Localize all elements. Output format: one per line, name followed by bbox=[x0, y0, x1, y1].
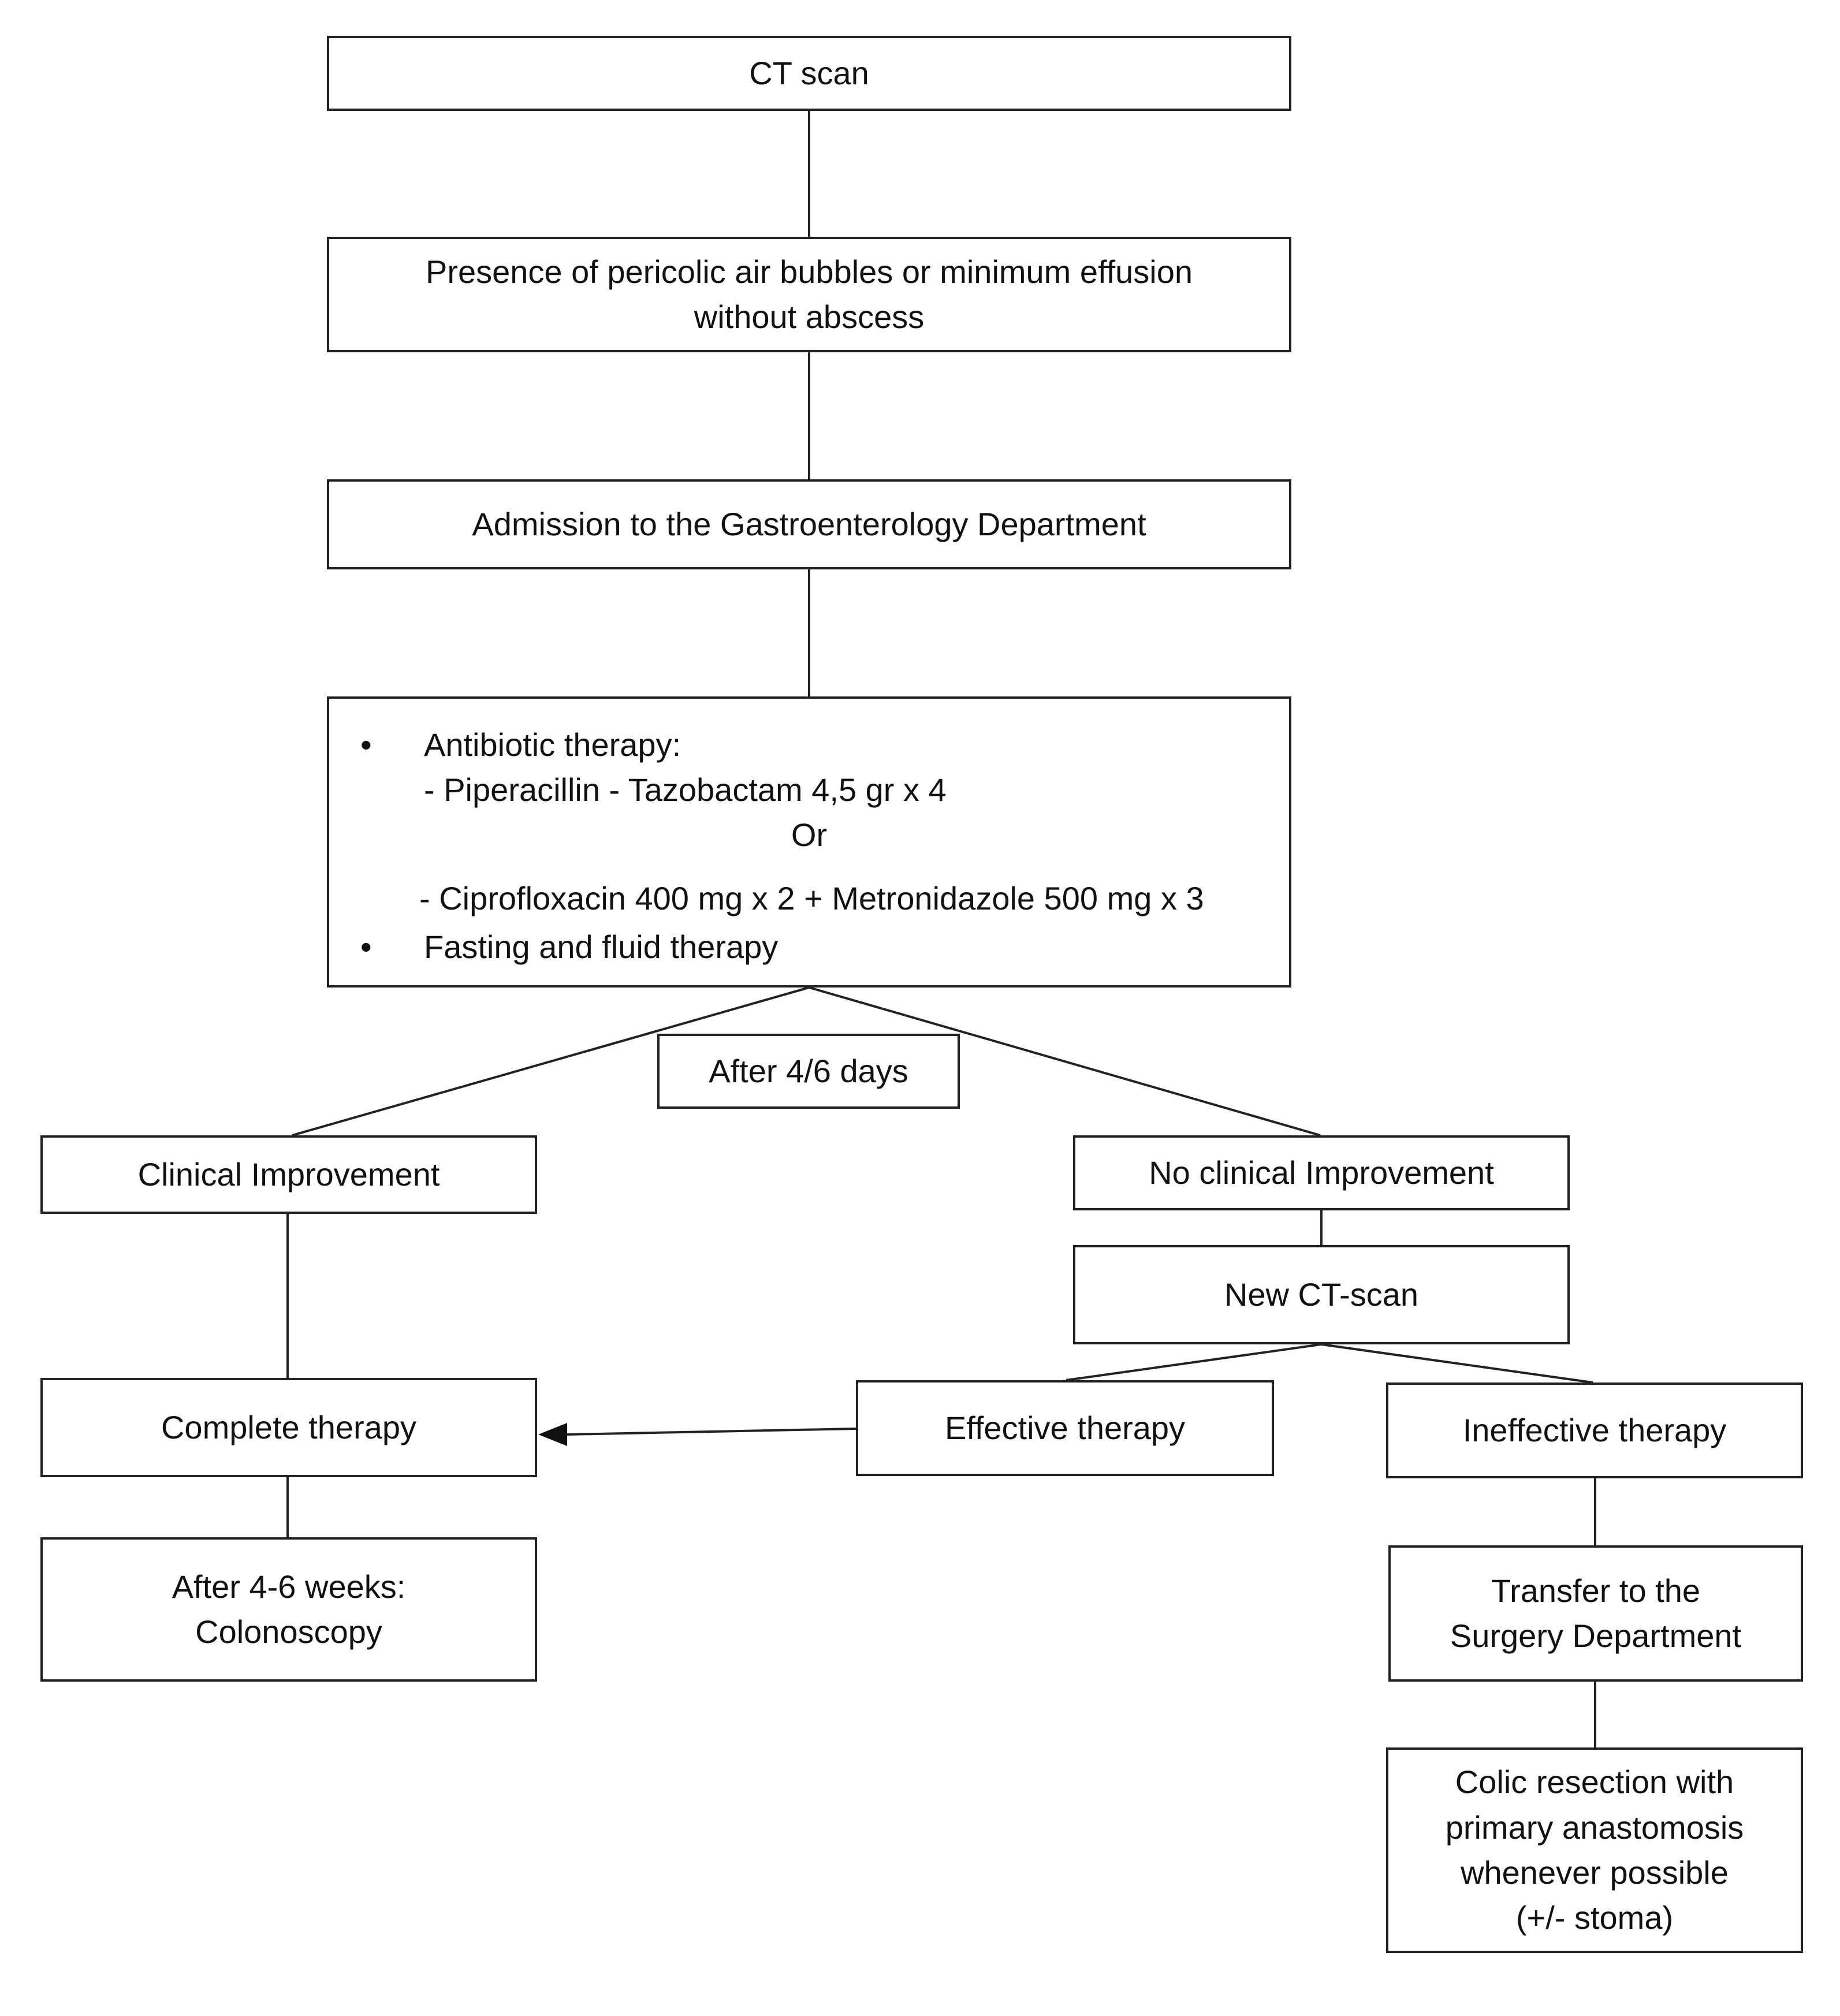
effective-therapy-label: Effective therapy bbox=[944, 1409, 1186, 1446]
edge-new-ct-to-ineffective bbox=[1321, 1343, 1593, 1384]
colonoscopy-box: After 4-6 weeks: Colonoscopy bbox=[40, 1537, 537, 1682]
no-clinical-improvement-label: No clinical Improvement bbox=[1149, 1154, 1494, 1191]
antibiotic-option-2: - Ciprofloxacin 400 mg x 2 + Metronidazo… bbox=[419, 880, 1204, 916]
colic-resection-line-3: whenever possible bbox=[1461, 1854, 1729, 1891]
ct-scan-label: CT scan bbox=[749, 54, 869, 91]
edge-therapy-to-no-improvement bbox=[809, 986, 1321, 1136]
colic-resection-line-4: (+/- stoma) bbox=[1515, 1899, 1674, 1936]
admission-box: Admission to the Gastroenterology Depart… bbox=[327, 479, 1291, 569]
edge-effective-to-complete bbox=[567, 1428, 856, 1436]
colic-resection-box: Colic resection with primary anastomosis… bbox=[1386, 1747, 1803, 1953]
bullet-fasting: • bbox=[360, 929, 372, 965]
after-weeks-line-1: After 4-6 weeks: bbox=[172, 1568, 406, 1605]
arrowhead-to-complete-therapy bbox=[538, 1423, 567, 1446]
ineffective-therapy-label: Ineffective therapy bbox=[1462, 1411, 1727, 1448]
antibiotic-heading: Antibiotic therapy: bbox=[424, 726, 681, 763]
edge-therapy-to-clinical-improvement bbox=[292, 986, 810, 1136]
bullet-antibiotic: • bbox=[360, 726, 372, 763]
or-label: Or bbox=[791, 817, 828, 853]
complete-therapy-label: Complete therapy bbox=[161, 1408, 416, 1445]
after-weeks-line-2: Colonoscopy bbox=[195, 1613, 382, 1650]
new-ct-scan-label: New CT-scan bbox=[1224, 1276, 1419, 1313]
transfer-line-1: Transfer to the bbox=[1491, 1572, 1701, 1609]
colic-resection-line-1: Colic resection with bbox=[1455, 1764, 1734, 1801]
no-clinical-improvement-box: No clinical Improvement bbox=[1073, 1135, 1570, 1210]
ineffective-therapy-box: Ineffective therapy bbox=[1386, 1382, 1803, 1478]
admission-label: Admission to the Gastroenterology Depart… bbox=[472, 505, 1146, 542]
complete-therapy-box: Complete therapy bbox=[40, 1378, 537, 1477]
presence-box: Presence of pericolic air bubbles or min… bbox=[327, 237, 1291, 352]
effective-therapy-box: Effective therapy bbox=[856, 1380, 1274, 1476]
antibiotic-option-1: - Piperacillin - Tazobactam 4,5 gr x 4 bbox=[424, 772, 947, 808]
presence-label-line-1: Presence of pericolic air bubbles or min… bbox=[425, 253, 1193, 290]
edge-new-ct-to-effective bbox=[1066, 1343, 1322, 1381]
transfer-line-2: Surgery Department bbox=[1450, 1618, 1742, 1654]
ct-scan-box: CT scan bbox=[327, 36, 1291, 111]
presence-label-line-2: without abscess bbox=[694, 299, 925, 335]
new-ct-scan-box: New CT-scan bbox=[1073, 1245, 1570, 1344]
fasting-label: Fasting and fluid therapy bbox=[424, 929, 779, 965]
therapy-box: • Antibiotic therapy: - Piperacillin - T… bbox=[327, 696, 1291, 987]
after-days-box: After 4/6 days bbox=[657, 1034, 960, 1109]
transfer-surgery-box: Transfer to the Surgery Department bbox=[1388, 1545, 1803, 1682]
clinical-improvement-box: Clinical Improvement bbox=[40, 1135, 537, 1214]
after-days-label: After 4/6 days bbox=[709, 1052, 908, 1089]
colic-resection-line-2: primary anastomosis bbox=[1445, 1809, 1744, 1846]
clinical-improvement-label: Clinical Improvement bbox=[137, 1156, 440, 1193]
